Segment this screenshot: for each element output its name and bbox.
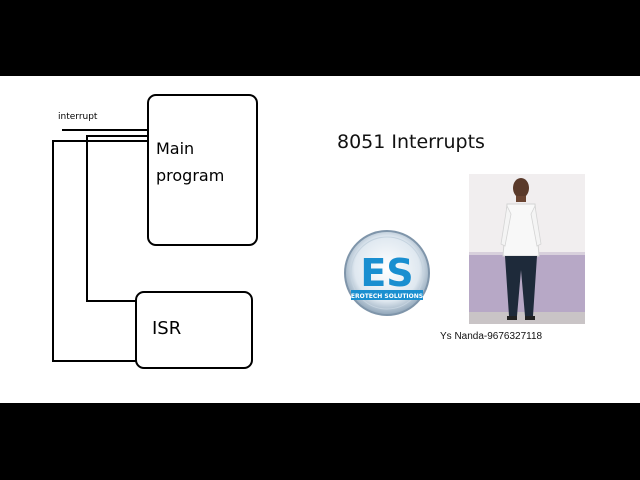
main-program-label-line1: Main [156, 139, 194, 158]
main-program-label-line2: program [156, 166, 224, 185]
return-path-line [86, 135, 148, 302]
interrupt-label: interrupt [58, 112, 98, 122]
presenter-caption: Ys Nanda-9676327118 [440, 331, 543, 342]
slide-title: 8051 Interrupts [337, 131, 485, 153]
bottom-letterbox [0, 403, 640, 480]
slide: interrupt Main program ISR 8051 Interrup… [0, 76, 640, 403]
isr-box [135, 291, 253, 369]
main-program-box [147, 94, 258, 246]
person-photo [469, 174, 585, 324]
es-logo: ES EROTECH SOLUTIONS [344, 230, 430, 316]
es-logo-text: EROTECH SOLUTIONS [351, 293, 423, 300]
interrupt-flow-diagram: interrupt Main program ISR [52, 94, 258, 369]
top-letterbox [0, 0, 640, 76]
outer-path-line [52, 140, 148, 362]
es-logo-letters: ES [360, 251, 413, 295]
isr-label: ISR [152, 318, 181, 339]
